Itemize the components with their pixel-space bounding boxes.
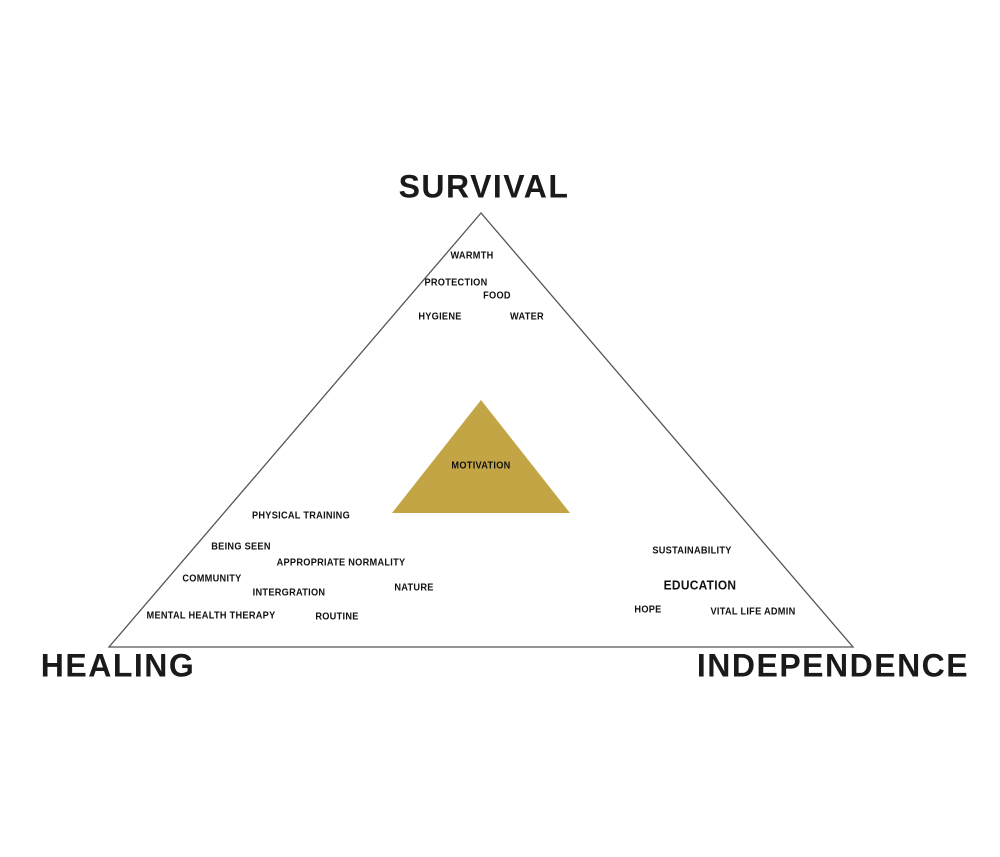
item-appropriate-normality: APPROPRIATE NORMALITY xyxy=(276,557,406,569)
item-being-seen: BEING SEEN xyxy=(211,541,271,553)
corner-label-healing: HEALING xyxy=(40,647,196,684)
item-community: COMMUNITY xyxy=(182,573,242,585)
item-vital-life-admin: VITAL LIFE ADMIN xyxy=(710,606,796,618)
pyramid-outline-triangle xyxy=(107,212,855,648)
item-intergration: INTERGRATION xyxy=(252,587,326,599)
item-protection: PROTECTION xyxy=(424,277,488,289)
corner-label-independence: INDEPENDENCE xyxy=(696,647,970,684)
item-physical-training: PHYSICAL TRAINING xyxy=(251,510,351,522)
item-sustainability: SUSTAINABILITY xyxy=(652,545,732,557)
item-hope: HOPE xyxy=(634,604,662,616)
corner-label-survival: SURVIVAL xyxy=(398,168,570,205)
item-nature: NATURE xyxy=(394,582,434,594)
item-warmth: WARMTH xyxy=(450,250,494,262)
item-education: EDUCATION xyxy=(663,577,737,593)
item-water: WATER xyxy=(510,311,544,323)
motivation-triangle xyxy=(392,400,570,513)
item-mental-health-therapy: MENTAL HEALTH THERAPY xyxy=(146,610,276,622)
item-routine: ROUTINE xyxy=(315,611,359,623)
motivation-label: MOTIVATION xyxy=(451,460,511,472)
item-hygiene: HYGIENE xyxy=(418,311,462,323)
item-food: FOOD xyxy=(483,290,511,302)
